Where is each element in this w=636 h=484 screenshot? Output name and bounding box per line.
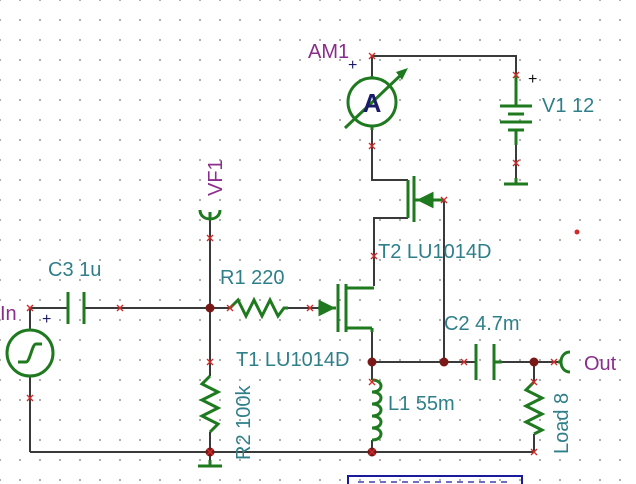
selection-box[interactable] <box>347 475 523 484</box>
input-label: In <box>0 303 17 325</box>
ammeter-am1[interactable] <box>343 68 408 130</box>
battery-v1[interactable] <box>500 75 532 145</box>
c3-label: C3 1u <box>48 259 101 281</box>
battery-label: V1 12 <box>542 95 594 117</box>
r1-label: R1 220 <box>220 267 285 289</box>
capacitor-c2[interactable] <box>474 344 502 380</box>
battery-plus-sign: + <box>528 71 537 88</box>
t2-label: T2 LU1014D <box>378 241 491 263</box>
ground-icon <box>198 460 222 468</box>
resistor-r1[interactable] <box>228 296 288 320</box>
ammeter-plus-sign: + <box>348 57 357 74</box>
capacitor-c3[interactable] <box>66 292 86 324</box>
r2-label: R2 100k <box>233 385 255 460</box>
signal-source-in[interactable] <box>5 328 55 378</box>
resistor-r2[interactable] <box>198 374 222 434</box>
probe-label: VF1 <box>205 159 227 196</box>
stray-marker <box>574 229 580 235</box>
ammeter-label: AM1 <box>308 41 349 63</box>
ammeter-symbol: A <box>363 88 382 118</box>
voltage-probe-vf1[interactable] <box>198 209 222 221</box>
resistor-load[interactable] <box>522 380 546 436</box>
output-terminal[interactable] <box>558 350 571 374</box>
transistor-t1[interactable] <box>318 284 374 332</box>
inductor-l1[interactable] <box>371 378 383 442</box>
pin-markers <box>26 52 558 456</box>
transistor-t2[interactable] <box>406 176 444 222</box>
load-label: Load 8 <box>551 393 573 454</box>
output-label: Out <box>584 353 617 375</box>
c2-label: C2 4.7m <box>444 313 520 335</box>
t1-label: T1 LU1014D <box>236 349 349 371</box>
l1-label: L1 55m <box>388 393 455 415</box>
ground-icon <box>504 178 528 186</box>
source-plus-sign: + <box>42 311 51 328</box>
